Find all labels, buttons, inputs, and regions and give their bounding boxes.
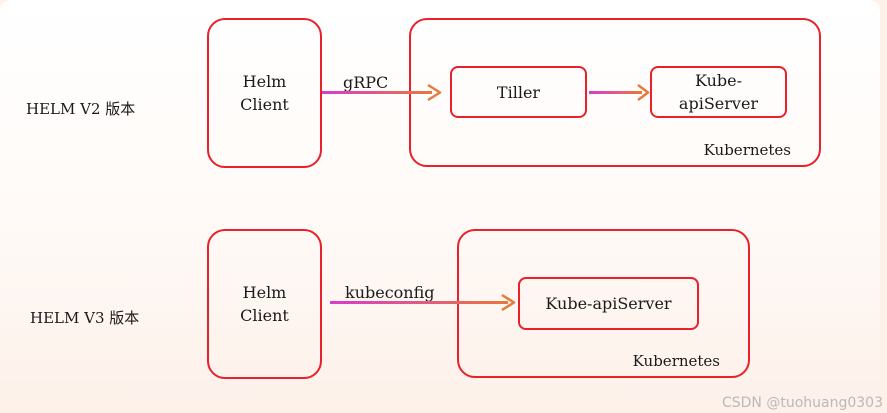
v2-apiserver-line2: apiServer [678,94,759,113]
v2-client-line2: Client [240,95,289,114]
arrows-layer [322,83,650,312]
v3-protocol-label: kubeconfig [345,283,435,302]
tiller-box: Tiller [450,66,587,118]
v2-client-to-tiller-arrow [322,83,442,102]
v2-cluster-label: Kubernetes [703,141,791,159]
v3-helm-client-box: Helm Client [207,229,322,379]
v2-apiserver-line1: Kube- [694,71,742,90]
tiller-label: Tiller [496,82,541,102]
csdn-watermark: CSDN @tuohuang0303 [721,395,883,411]
v2-client-line1: Helm [242,72,287,91]
v2-apiserver-box: Kube- apiServer [650,66,787,118]
v2-tiller-to-apiserver-arrow [589,84,650,101]
v2-protocol-label: gRPC [343,73,389,92]
v3-apiserver-box: Kube-apiServer [518,277,699,330]
helm-v2-label: HELM V2 版本 [26,100,136,118]
diagram-canvas: HELM V2 版本 Helm Client gRPC Kubernetes T… [0,0,880,401]
v3-client-line1: Helm [242,283,287,302]
v3-apiserver-label: Kube-apiServer [545,294,672,313]
v3-cluster-label: Kubernetes [632,352,720,370]
v3-client-line2: Client [240,306,289,325]
v3-client-to-apiserver-arrow [330,293,516,312]
helm-v3-label: HELM V3 版本 [30,309,140,327]
v2-helm-client-box: Helm Client [207,18,322,168]
